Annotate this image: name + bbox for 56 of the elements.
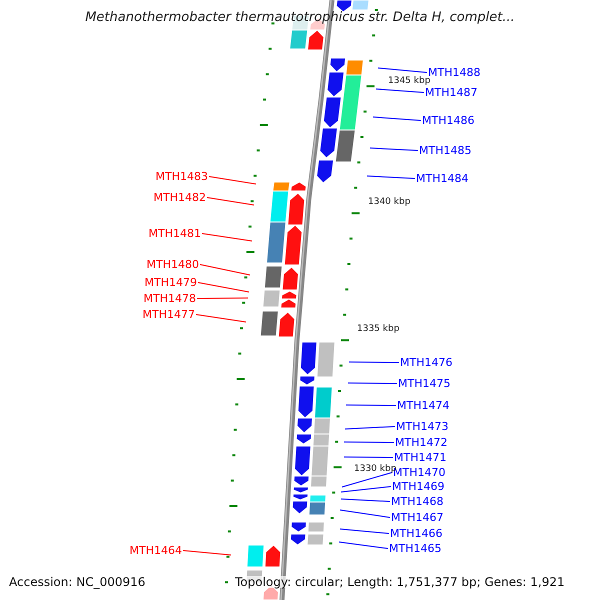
gene-label: MTH1465 (389, 543, 442, 554)
gene-label: MTH1488 (428, 67, 480, 78)
leader-line (370, 148, 418, 151)
gene-label: MTH1464 (130, 545, 182, 556)
scale-label: 1340 kbp (368, 198, 410, 207)
leader-line (346, 404, 396, 406)
gene-label: MTH1478 (144, 293, 196, 304)
leader-line (348, 362, 400, 363)
scale-label: 1345 kbp (388, 77, 430, 86)
leader-line (206, 197, 254, 206)
gene-label: MTH1482 (154, 192, 206, 203)
leader-line (208, 176, 256, 184)
gene-label: MTH1481 (148, 228, 201, 239)
leader-line (340, 498, 390, 502)
gene-label: MTH1470 (393, 467, 446, 478)
gene-label: MTH1486 (422, 115, 474, 126)
leader-line (376, 88, 424, 93)
gene-label: MTH1480 (146, 259, 199, 270)
leader-line (378, 68, 428, 73)
gene-label: MTH1476 (400, 357, 452, 368)
gene-label: MTH1474 (397, 400, 450, 411)
diagram-title: Methanothermobacter thermautotrophicus str. Delta H, complet... (84, 11, 516, 24)
gene-label: MTH1469 (392, 481, 444, 492)
leader-line (340, 510, 390, 518)
gene-label: MTH1485 (419, 145, 472, 156)
leader-line (198, 282, 250, 292)
leader-line (340, 528, 390, 534)
leader-line (372, 116, 422, 121)
gene-label: MTH1477 (142, 309, 195, 320)
gene-label: MTH1484 (416, 173, 468, 184)
leader-line (196, 298, 248, 299)
leader-line (196, 314, 246, 322)
gene-label: MTH1473 (396, 421, 448, 432)
gene-label: MTH1479 (144, 277, 197, 288)
gene-label: MTH1487 (425, 87, 478, 98)
leader-line (200, 264, 250, 276)
gene-label: MTH1475 (398, 378, 450, 389)
scale-label: 1335 kbp (357, 325, 400, 334)
gene-label: MTH1467 (391, 512, 444, 523)
accession-text: Accession: NC_000916 (9, 576, 146, 588)
leader-line (344, 426, 396, 430)
leader-line (348, 382, 398, 384)
leader-line (340, 486, 392, 492)
gene-label: MTH1466 (390, 528, 442, 539)
summary-text: Topology: circular; Length: 1,751,377 bp; Genes: 1,921 (235, 576, 565, 588)
gene-label: MTH1472 (395, 437, 448, 448)
leader-line (342, 472, 392, 488)
leader-line (338, 542, 388, 549)
leader-line (366, 176, 416, 179)
gene-label: MTH1471 (394, 452, 446, 463)
leader-line (344, 456, 394, 458)
gene-label: MTH1483 (156, 171, 208, 182)
leader-line (344, 442, 394, 443)
leader-line (182, 550, 232, 556)
leader-line (202, 233, 252, 242)
gene-label: MTH1468 (391, 496, 444, 507)
